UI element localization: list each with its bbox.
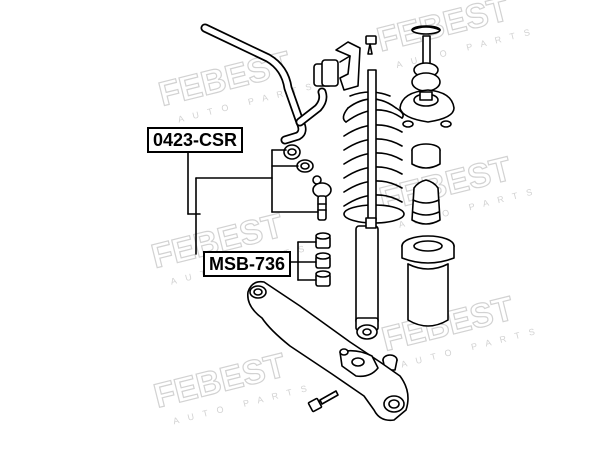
nut	[382, 354, 398, 371]
part-number-label-msb-736[interactable]: MSB-736	[203, 251, 292, 277]
bracket-bolt	[365, 35, 377, 55]
stabilizer-bar	[200, 23, 328, 145]
lower-control-arm	[246, 280, 409, 422]
stabilizer-link-bushings	[315, 232, 331, 287]
top-mount-parts	[399, 25, 455, 225]
part-number-label-0423-csr[interactable]: 0423-CSR	[147, 127, 244, 153]
arm-bolt	[307, 390, 339, 413]
dust-boot	[401, 235, 455, 327]
stabilizer-link	[283, 144, 332, 221]
stabilizer-bushing	[313, 41, 361, 91]
shock-absorber	[355, 69, 379, 340]
leader-lines	[187, 147, 319, 281]
